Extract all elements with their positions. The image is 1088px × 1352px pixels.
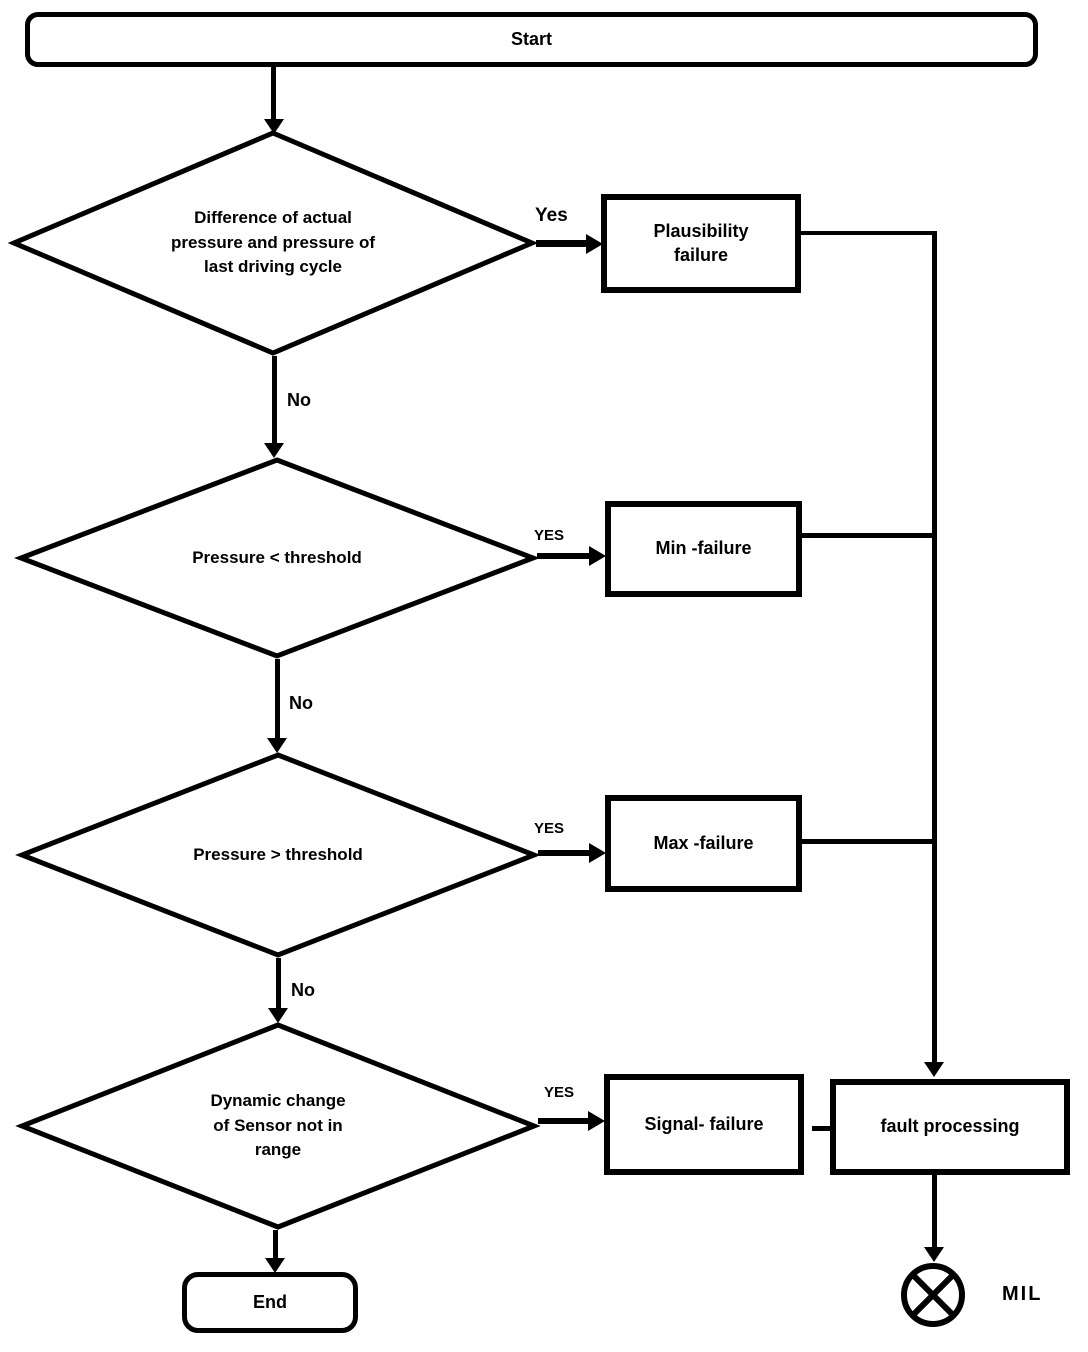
diamond-shape bbox=[7, 130, 539, 356]
edge-label-no2: No bbox=[289, 693, 313, 713]
fault-processing-label: fault processing bbox=[880, 1116, 1020, 1137]
arrowhead-fault-processing-to-mil bbox=[924, 1247, 944, 1262]
connector-decision2-to-decision3 bbox=[275, 659, 280, 739]
edge-label-no1: No bbox=[287, 390, 311, 410]
diamond-shape bbox=[15, 752, 541, 958]
decision3-label: Pressure > threshold bbox=[193, 844, 363, 864]
start-label: Start bbox=[510, 29, 552, 49]
connector-min-to-trunk bbox=[802, 533, 937, 538]
max-failure-label: Max -failure bbox=[653, 832, 754, 853]
mil-label: MIL bbox=[1002, 1283, 1043, 1305]
edge-label-yes3: YES bbox=[534, 820, 565, 837]
decision1-label: Difference of actual pressure and pressu… bbox=[170, 208, 376, 277]
fault-processing-node: fault processing bbox=[830, 1079, 1070, 1175]
connector-start-to-decision1 bbox=[271, 67, 276, 119]
decision1-node: Difference of actual pressure and pressu… bbox=[7, 130, 539, 356]
arrowhead-decision2-to-decision3 bbox=[267, 738, 287, 753]
connector-decision1-to-decision2 bbox=[272, 356, 277, 444]
arrowhead-yes1 bbox=[586, 234, 603, 254]
end-node: End bbox=[182, 1272, 358, 1333]
connector-fault-processing-to-mil bbox=[932, 1175, 937, 1248]
connector-plausibility-to-trunk bbox=[801, 231, 937, 235]
connector-signal-to-fault-processing bbox=[812, 1126, 830, 1131]
edge-label-yes1: Yes bbox=[535, 205, 568, 226]
connector-max-to-trunk bbox=[802, 839, 937, 844]
arrowhead-decision4-to-end bbox=[265, 1258, 285, 1273]
arrowhead-yes4 bbox=[588, 1111, 605, 1131]
diamond-shape bbox=[14, 457, 540, 659]
edge-label-yes4: YES bbox=[544, 1084, 575, 1101]
decision2-label: Pressure < threshold bbox=[192, 547, 362, 567]
plausibility-failure-label: Plausibility failure bbox=[653, 221, 749, 265]
connector-decision3-to-decision4 bbox=[276, 958, 281, 1009]
connector-decision4-to-end bbox=[273, 1230, 278, 1259]
connector-yes2 bbox=[537, 553, 589, 559]
trunk-line-to-fault-processing bbox=[932, 231, 937, 1062]
decision3-node: Pressure > threshold bbox=[15, 752, 541, 958]
min-failure-label: Min -failure bbox=[655, 538, 752, 559]
max-failure-node: Max -failure bbox=[605, 795, 802, 892]
mil-lamp-icon bbox=[901, 1263, 965, 1327]
arrowhead-yes2 bbox=[589, 546, 606, 566]
decision4-label: Dynamic change of Sensor not in range bbox=[210, 1091, 346, 1160]
connector-yes4 bbox=[538, 1118, 588, 1124]
arrowhead-decision1-to-decision2 bbox=[264, 443, 284, 458]
edge-label-no3: No bbox=[291, 980, 315, 1000]
arrowhead-decision3-to-decision4 bbox=[268, 1008, 288, 1023]
connector-yes1 bbox=[536, 240, 586, 247]
decision2-node: Pressure < threshold bbox=[14, 457, 540, 659]
signal-failure-label: Signal- failure bbox=[644, 1113, 764, 1134]
arrowhead-yes3 bbox=[589, 843, 606, 863]
diamond-shape bbox=[15, 1022, 541, 1230]
arrowhead-trunk-to-fault-processing bbox=[924, 1062, 944, 1077]
end-label: End bbox=[253, 1292, 287, 1312]
plausibility-failure-node: Plausibility failure bbox=[601, 194, 801, 293]
arrowhead-start-to-decision1 bbox=[264, 119, 284, 134]
start-node: Start bbox=[25, 12, 1038, 67]
decision4-node: Dynamic change of Sensor not in range bbox=[15, 1022, 541, 1230]
connector-yes3 bbox=[538, 850, 589, 856]
edge-label-yes2: YES bbox=[534, 527, 565, 544]
signal-failure-node: Signal- failure bbox=[604, 1074, 804, 1175]
min-failure-node: Min -failure bbox=[605, 501, 802, 597]
